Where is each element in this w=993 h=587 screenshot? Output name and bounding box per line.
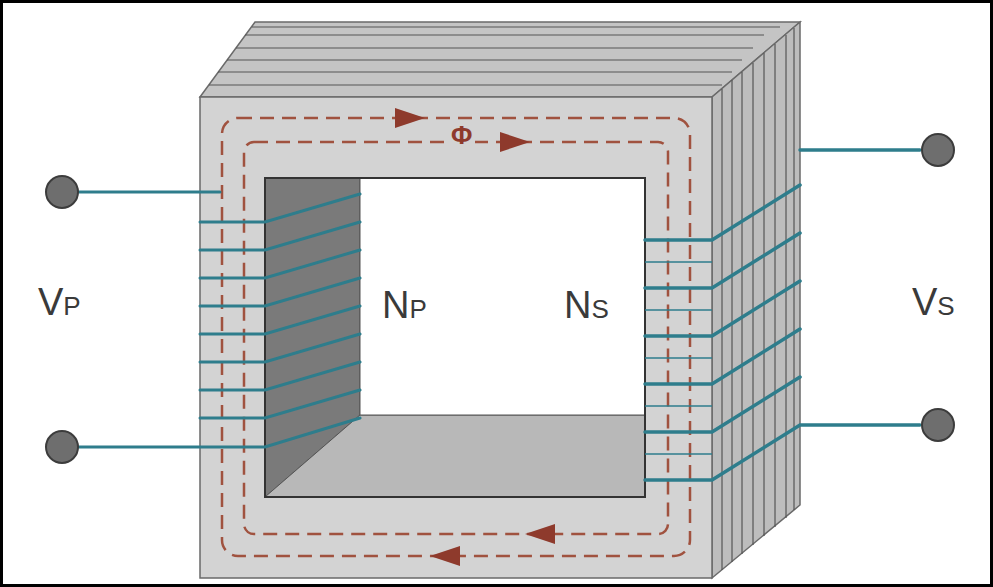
primary-turns-label: NP: [382, 285, 427, 327]
window-edge: [265, 178, 645, 497]
primary-voltage-label: VP: [38, 282, 81, 324]
primary-winding: [78, 192, 360, 447]
terminal: [46, 134, 954, 463]
core-front-face: [200, 97, 712, 578]
core-side-face: [712, 22, 800, 578]
secondary-voltage-label: VS: [912, 282, 955, 324]
flux-arrow: [395, 108, 555, 566]
secondary-winding-back: [645, 262, 712, 454]
flux-symbol: Φ: [448, 121, 475, 150]
window-opening: [360, 178, 645, 415]
flux-path: [222, 118, 690, 556]
window-inner-floor: [265, 415, 645, 497]
secondary-winding: [645, 150, 920, 480]
core-top-face: [200, 22, 800, 97]
secondary-turns-label: NS: [564, 285, 609, 327]
